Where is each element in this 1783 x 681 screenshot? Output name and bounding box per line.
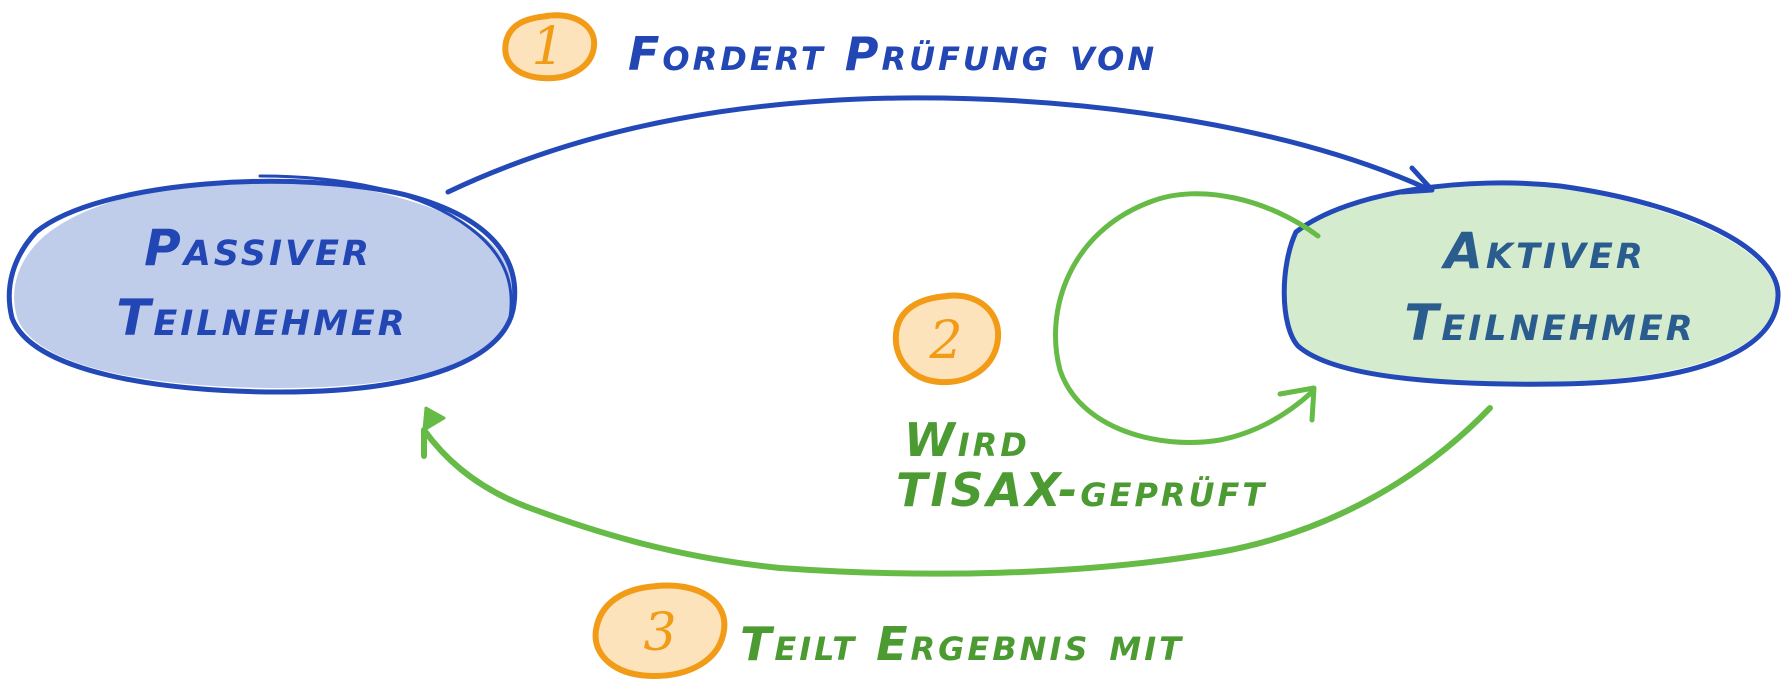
step-3-label: Teilt Ergebnis mit: [740, 617, 1184, 671]
step-3-circle: [592, 582, 728, 680]
node-passive-label-line1: Passiver: [144, 219, 372, 277]
edge-loop-arrowhead: [1277, 385, 1317, 423]
node-passive-fill: [14, 180, 514, 388]
edge-share-result[interactable]: [421, 405, 1493, 577]
step-2-badge: 2: [892, 292, 1002, 386]
node-active-participant[interactable]: Aktiver Teilnehmer: [1281, 180, 1781, 387]
edge-share-arrowhead: [422, 406, 446, 432]
node-passive-outline-stroke2: [258, 174, 513, 320]
node-active-outline: [1281, 180, 1781, 387]
step-1-number: 1: [531, 17, 564, 77]
edge-request-line: [445, 95, 1433, 195]
node-passive-participant[interactable]: Passiver Teilnehmer: [6, 174, 518, 395]
node-active-fill: [1286, 183, 1777, 383]
step-2-number: 2: [928, 311, 962, 371]
step-1-label: Fordert Prüfung von: [628, 27, 1157, 81]
node-active-label-line2: Teilnehmer: [1404, 294, 1696, 352]
edge-share-line: [421, 405, 1493, 577]
node-passive-label-line2: Teilnehmer: [116, 289, 408, 347]
edge-tisax-audit-loop[interactable]: [1053, 191, 1321, 445]
step-3-number: 3: [643, 603, 676, 663]
step-2-label-line2: TISAX-geprüft: [896, 463, 1267, 517]
step-1-badge: 1: [502, 12, 598, 82]
edge-loop-line: [1053, 191, 1321, 445]
edge-request-arrowhead: [1399, 165, 1435, 195]
node-active-label-line1: Aktiver: [1440, 222, 1646, 280]
step-3-badge: 3: [592, 582, 728, 680]
step-1-circle: [502, 12, 598, 82]
step-2-label-line1: Wird: [904, 413, 1030, 467]
node-passive-outline: [6, 178, 518, 395]
step-2-circle: [892, 292, 1002, 386]
edge-request-audit[interactable]: [445, 95, 1435, 195]
